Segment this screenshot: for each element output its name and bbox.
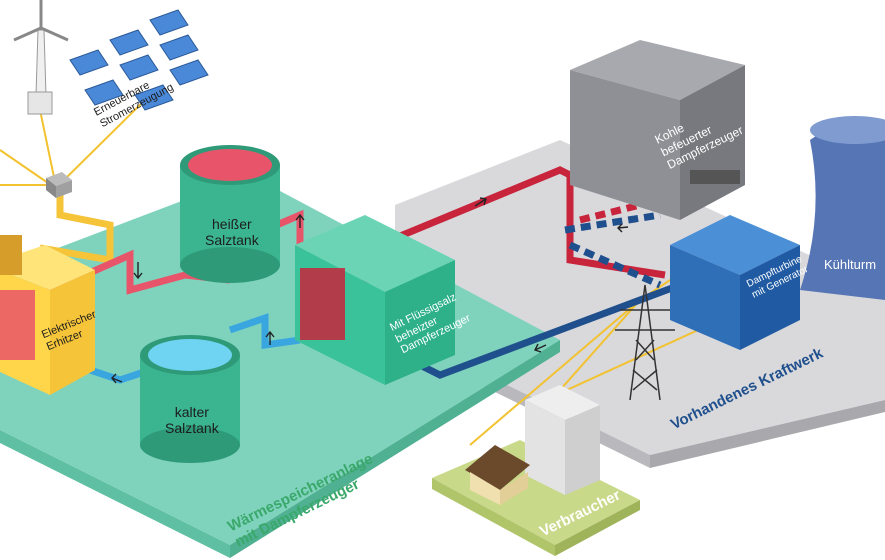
power-pylon-icon <box>615 284 675 401</box>
salt-steam-generator <box>295 215 455 385</box>
solar-panel-icon <box>69 9 209 111</box>
coal-building <box>570 40 745 220</box>
cold-salt-tank <box>140 335 240 463</box>
hot-tank-label: heißer Salztank <box>205 216 259 249</box>
dashed-blue-pipe <box>564 211 662 289</box>
apartment-building-icon <box>525 385 600 495</box>
hot-salt-tank <box>180 145 280 283</box>
cold-tank-label: kalter Salztank <box>165 404 219 437</box>
heater-power-cable <box>39 195 114 265</box>
cooling-tower-label: Kühlturm <box>824 257 877 272</box>
turbine-building <box>670 215 800 350</box>
house-icon <box>465 445 530 505</box>
transformer-box-icon <box>46 172 72 198</box>
electric-heater <box>0 235 95 395</box>
flow-arrow-icon <box>111 197 629 384</box>
cooling-tower <box>800 116 885 301</box>
wind-turbine-icon <box>13 0 69 115</box>
